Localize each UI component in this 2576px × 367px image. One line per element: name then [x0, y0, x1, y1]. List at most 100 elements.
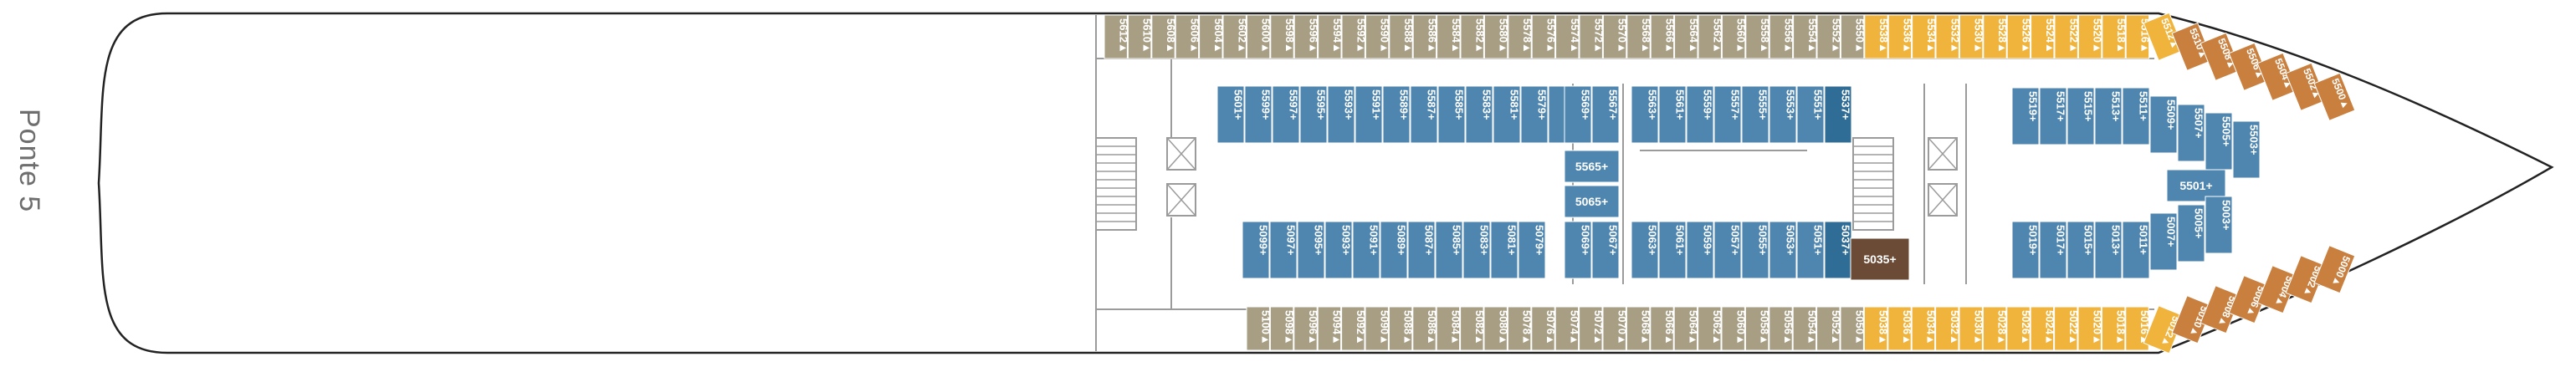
cabin-number: 5592▲	[1355, 18, 1367, 54]
cabin-number: 5097+	[1285, 225, 1298, 256]
cabin-box	[1272, 85, 1300, 144]
cabin-inner-bottom-fwd: 5053+	[1769, 221, 1797, 279]
cabin-box	[2006, 306, 2031, 351]
cabin-box	[1437, 85, 1466, 144]
cabin-top-outer: 5564▲	[1674, 14, 1700, 59]
cabin-bottom-outer: 5090▲	[1365, 306, 1390, 351]
cabin-top-outer: 5582▲	[1460, 14, 1486, 59]
cabin-box	[2122, 221, 2150, 279]
cabin-inner-top-aft: 5591+	[1355, 85, 1383, 144]
cabin-bottom-outer: 5072▲	[1579, 306, 1605, 351]
cabin-inner-bottom-aft: 5091+	[1352, 221, 1380, 279]
cabin-box	[1437, 14, 1461, 59]
cabin-number: 5513+	[2110, 91, 2123, 122]
cabin-box	[2094, 221, 2123, 279]
cabin-number: 5078▲	[1521, 310, 1534, 345]
cabin-number: 5052▲	[1830, 310, 1842, 345]
cabin-box	[1626, 306, 1651, 351]
cabin-number: 5583+	[1481, 89, 1493, 120]
elevator-4	[1928, 183, 1958, 217]
cabin-inner-bottom-fwd: 5057+	[1713, 221, 1742, 279]
cabin-box	[1650, 14, 1675, 59]
cabin-inner-bottom-fwd: 5061+	[1658, 221, 1687, 279]
cabin-number: 5082▲	[1473, 310, 1486, 345]
cabin-number: 5555+	[1757, 89, 1769, 120]
cabin-box	[1769, 85, 1797, 144]
cabin-bottom-outer: 5034▲	[1911, 306, 1937, 351]
cabin-bottom-outer: 5056▲	[1769, 306, 1795, 351]
cabin-inner-bottom-aft: 5087+	[1407, 221, 1436, 279]
cabin-box	[1912, 14, 1936, 59]
cabin-inner-top-fwd: 5563+	[1631, 85, 1659, 144]
cabin-number: 5055+	[1757, 225, 1769, 256]
cabin-bottom-outer: 5084▲	[1436, 306, 1462, 351]
cabin-number: 5007+	[2165, 217, 2178, 247]
hull-path	[97, 12, 2554, 354]
cabin-number: 5017+	[2055, 225, 2067, 256]
cabin-number: 5518▲	[2115, 18, 2128, 54]
cabin-number: 5096▲	[1307, 310, 1319, 345]
cabin-inner-top-aft: 5593+	[1327, 85, 1355, 144]
cabin-inner-top-aft: 5579+	[1520, 85, 1549, 144]
cabin-inner-bottom-aft: 5083+	[1462, 221, 1491, 279]
cabin-number: 5079+	[1534, 225, 1546, 256]
cabin-box	[2011, 87, 2040, 145]
cabin-box	[1151, 14, 1175, 59]
cabin-number: 5578▲	[1521, 18, 1534, 54]
cabin-box	[1840, 14, 1865, 59]
cabin-top-outer: 5592▲	[1341, 14, 1367, 59]
deck-label: Ponte 5	[13, 109, 45, 213]
cabin-bottom-outer: 5088▲	[1388, 306, 1415, 351]
cabin-box	[1327, 85, 1355, 144]
cabin-top-outer: 5558▲	[1745, 14, 1771, 59]
cabin-box	[1388, 306, 1413, 351]
cabin-inner-top-fwd: 5557+	[1713, 85, 1742, 144]
cabin-box	[2039, 221, 2067, 279]
cabin-number: 5587+	[1426, 89, 1438, 120]
cabin-box	[1531, 14, 1556, 59]
cabin-number: 5084▲	[1449, 310, 1462, 345]
cabin-inner-bottom-aft: 5081+	[1490, 221, 1518, 279]
cabin-inner-top-fwd: 5561+	[1658, 85, 1687, 144]
cabin-inner-top-aft: 5581+	[1493, 85, 1521, 144]
cabin-top-outer: 5562▲	[1698, 14, 1723, 59]
cabin-number: 5599+	[1260, 89, 1273, 120]
cabin-number: 5505+	[2220, 116, 2233, 147]
cabin-top-bow: 5500▲	[2313, 72, 2356, 121]
cabin-box	[1935, 306, 1959, 351]
cabin-bottom-outer: 5082▲	[1460, 306, 1486, 351]
cabin-box	[1555, 14, 1580, 59]
cabin-box	[1508, 14, 1532, 59]
cabin-bottom-outer: 5066▲	[1650, 306, 1676, 351]
cabin-number: 5076▲	[1544, 310, 1557, 345]
cabin-box	[1769, 306, 1793, 351]
cabin-box	[1531, 306, 1555, 351]
cabin-number: 5026▲	[2020, 310, 2032, 345]
cabin-box	[1631, 85, 1659, 144]
cabin-number: 5588▲	[1402, 18, 1415, 54]
cabin-bow-inner-bottom: 5005+	[2177, 204, 2205, 263]
cabin-mid-wide: 5065+	[1564, 185, 1620, 218]
cabin-inner-bottom-fwd: 5037+	[1824, 221, 1852, 279]
cabin-number: 5564▲	[1687, 18, 1700, 54]
cabin-number: 5022▲	[2067, 310, 2080, 345]
cabin-box	[1744, 306, 1769, 351]
cabin-box	[1318, 14, 1342, 59]
cabin-number: 5517+	[2055, 91, 2067, 122]
cabin-box	[1355, 85, 1383, 144]
cabin-bow-inner-top: 5511+	[2122, 87, 2150, 145]
cabin-box	[1769, 14, 1794, 59]
cabin-number: 5067+	[1607, 225, 1620, 256]
cabin-number: 5058▲	[1759, 310, 1771, 345]
cabin-number: 5089+	[1396, 225, 1408, 256]
cabin-box	[1104, 14, 1128, 59]
cabin-box	[1745, 14, 1769, 59]
cabin-inner-bottom-fwd: 5051+	[1796, 221, 1825, 279]
cabin-top-outer: 5568▲	[1626, 14, 1652, 59]
cabin-box	[1983, 14, 2007, 59]
cabin-box	[1507, 306, 1532, 351]
cabin-bottom-outer: 5052▲	[1816, 306, 1842, 351]
cabin-inner-bottom-fwd: 5055+	[1741, 221, 1769, 279]
cabin-box	[2177, 104, 2205, 162]
cabin-number: 5019+	[2027, 225, 2040, 256]
